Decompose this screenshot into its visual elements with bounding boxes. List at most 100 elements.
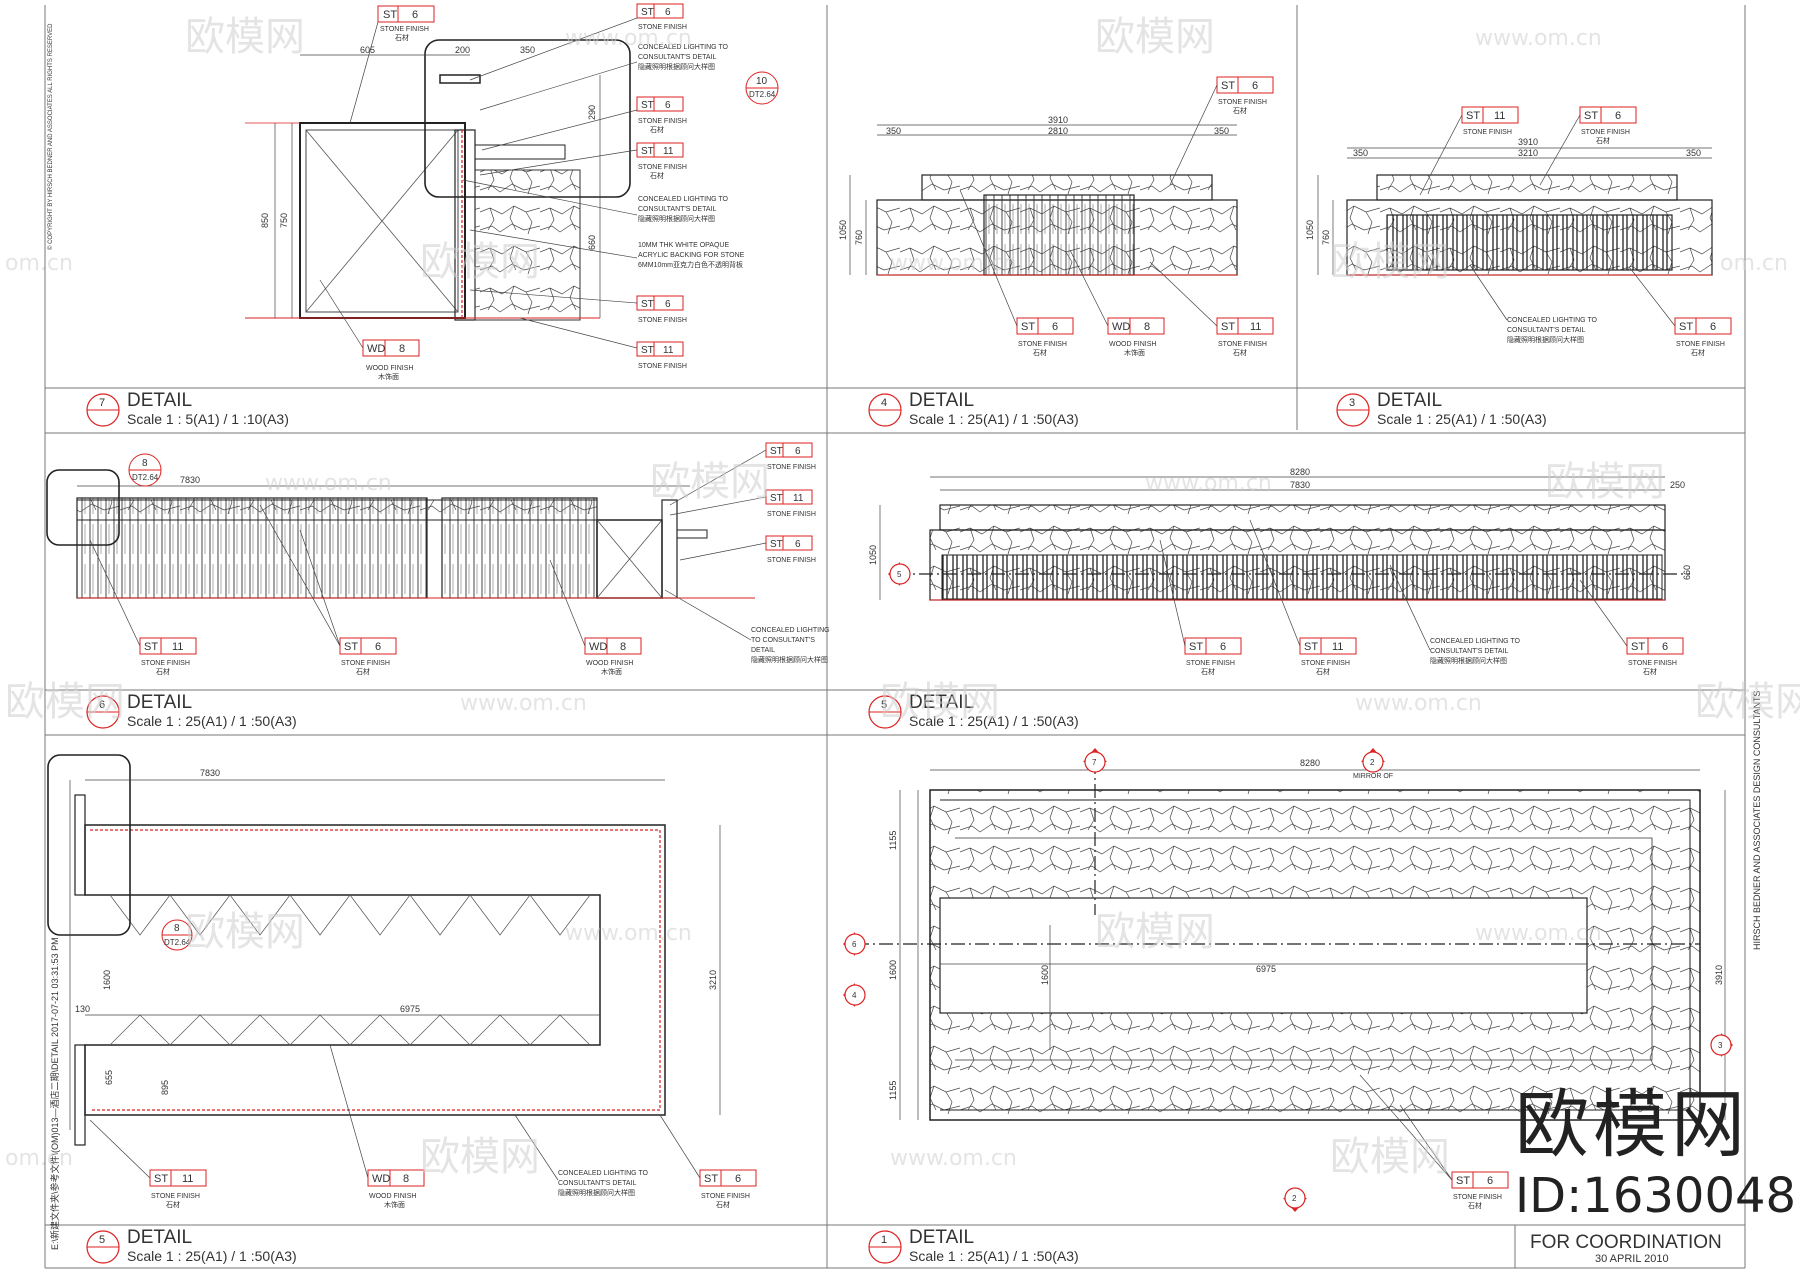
callout-10-dt2-64: 10 DT2.64 [745,71,779,105]
dim-1600-p5p: 1600 [102,970,112,990]
tag-st6-p5e-b: ST 6 STONE FINISH 石材 [1626,637,1684,676]
dim-3910-p4: 3910 [1048,115,1068,125]
svg-text:石材: 石材 [356,667,370,676]
svg-text:欧模网: 欧模网 [650,459,770,505]
svg-text:隐藏照明根据顾问大样图: 隐藏照明根据顾问大样图 [751,655,828,664]
note-concealed-lighting-p5e: CONCEALED LIGHTING TO CONSULTANT'S DETAI… [1430,638,1521,665]
svg-text:4: 4 [852,991,857,1000]
dim-760-p4: 760 [854,230,864,245]
tag-st11-p4: ST 11 STONE FINISH 石材 [1216,317,1274,357]
callout-8-dt2-64-plan: 8 DT2.64 [161,919,193,951]
tag-st11-p3: ST 11 STONE FINISH [1461,106,1519,136]
svg-text:om.cn: om.cn [5,251,73,276]
svg-text:7: 7 [99,397,105,409]
frame-lines [44,5,1746,1269]
panel-title-6: 6 DETAIL Scale 1 : 25(A1) / 1 :50(A3) [86,692,297,729]
svg-text:ST: ST [641,299,654,310]
svg-text:WD: WD [589,641,607,653]
svg-text:11: 11 [182,1173,193,1185]
svg-text:6: 6 [1710,321,1716,333]
dim-8280-p1: 8280 [1300,758,1320,768]
panel-4-drawing [849,124,1238,276]
svg-text:欧模网: 欧模网 [420,239,540,285]
svg-text:6: 6 [665,100,671,111]
svg-text:www.om.cn: www.om.cn [1475,921,1602,946]
panel-title-7: 7 DETAIL Scale 1 : 5(A1) / 1 :10(A3) [86,390,289,427]
consultant-text: HIRSCH BEDNER AND ASSOCIATES DESIGN CONS… [1752,690,1762,950]
svg-text:CONSULTANT'S DETAIL: CONSULTANT'S DETAIL [1430,648,1508,655]
tag-st11-p6-b: ST 11 STONE FINISH 石材 [139,637,197,676]
svg-text:DETAIL: DETAIL [909,692,974,713]
dim-655-p5p: 655 [104,1070,114,1085]
dim-250-p5e: 250 [1670,480,1685,490]
svg-text:STONE FINISH: STONE FINISH [1218,99,1267,106]
tag-st11-p5p: ST 11 STONE FINISH 石材 [149,1169,207,1209]
dim-350-p4b: 350 [1214,126,1229,136]
svg-text:ST: ST [154,1173,168,1185]
svg-text:欧模网: 欧模网 [1695,679,1800,725]
svg-text:石材: 石材 [156,667,170,676]
tag-st6-p5p: ST 6 STONE FINISH 石材 [699,1169,757,1209]
svg-text:STONE FINISH: STONE FINISH [1581,129,1630,136]
tag-wd8-p7: WD 8 WOOD FINISH 木饰面 [362,339,420,381]
status-label: FOR COORDINATION [1530,1232,1722,1253]
svg-text:木饰面: 木饰面 [1124,348,1145,357]
svg-text:STONE FINISH: STONE FINISH [1218,341,1267,348]
svg-text:3: 3 [1718,1041,1723,1050]
dim-1050-p3: 1050 [1305,220,1315,240]
panel-7-drawing [245,39,631,321]
svg-text:11: 11 [1494,110,1505,122]
svg-text:ST: ST [1021,321,1035,333]
tag-st6-p7a: ST 6 STONE FINISH 石材 [377,5,435,42]
svg-text:STONE FINISH: STONE FINISH [1018,341,1067,348]
svg-text:6: 6 [795,539,801,550]
svg-text:STONE FINISH: STONE FINISH [141,660,190,667]
svg-text:STONE FINISH: STONE FINISH [151,1193,200,1200]
dim-3210-p5p: 3210 [708,970,718,990]
panel-title-5-elev: 5 DETAIL Scale 1 : 25(A1) / 1 :50(A3) [868,692,1079,729]
svg-text:DETAIL: DETAIL [909,1227,974,1248]
callout-8-dt2-64: 8 DT2.64 [128,453,162,487]
svg-text:ST: ST [1221,80,1235,92]
svg-text:1: 1 [881,1234,887,1246]
svg-text:ST: ST [1221,321,1235,333]
panel-title-3: 3 DETAIL Scale 1 : 25(A1) / 1 :50(A3) [1336,390,1547,427]
note-acrylic-backing: 10MM THK WHITE OPAQUE ACRYLIC BACKING FO… [638,242,745,269]
panel-title-4: 4 DETAIL Scale 1 : 25(A1) / 1 :50(A3) [868,390,1079,427]
panel-1-plan-drawing [855,760,1726,1121]
p5e-leaders [1159,519,1628,651]
dim-7830-p5e: 7830 [1290,480,1310,490]
svg-text:6: 6 [665,7,671,18]
svg-text:STONE FINISH: STONE FINISH [638,24,687,31]
svg-text:木饰面: 木饰面 [384,1200,405,1209]
svg-text:WD: WD [372,1173,390,1185]
svg-text:11: 11 [663,345,674,356]
file-path-text: E:\新建文件夹\参考文件\(OM)013—酒店二期\DETAIL 2017-0… [49,937,60,1250]
svg-text:木饰面: 木饰面 [378,372,399,381]
section-marker-2-bottom: 2 [1283,1187,1307,1212]
svg-text:ST: ST [704,1173,718,1185]
svg-text:8: 8 [174,923,180,934]
svg-text:6: 6 [99,699,105,711]
svg-text:DT2.64: DT2.64 [164,938,191,947]
svg-text:欧模网: 欧模网 [880,679,1000,725]
svg-text:欧模网: 欧模网 [420,1134,540,1180]
svg-text:ACRYLIC BACKING FOR STONE: ACRYLIC BACKING FOR STONE [638,252,745,259]
svg-text:11: 11 [1332,641,1343,653]
section-marker-4-left: 4 [843,983,866,1007]
svg-text:欧模网: 欧模网 [1095,909,1215,955]
svg-text:8: 8 [403,1173,409,1185]
svg-text:隐藏照明根据顾问大样图: 隐藏照明根据顾问大样图 [1430,656,1507,665]
svg-text:DETAIL: DETAIL [127,1227,192,1248]
svg-text:隐藏照明根据顾问大样图: 隐藏照明根据顾问大样图 [1507,335,1584,344]
dim-1050-p4: 1050 [838,220,848,240]
svg-text:STONE FINISH: STONE FINISH [1453,1194,1502,1201]
dim-6975-p5p: 6975 [400,1004,420,1014]
section-marker-2-top: 2 [1361,748,1385,773]
svg-text:DETAIL: DETAIL [909,390,974,411]
svg-text:ST: ST [344,641,358,653]
dim-350-p4a: 350 [886,126,901,136]
svg-text:10MM THK WHITE OPAQUE: 10MM THK WHITE OPAQUE [638,242,729,249]
svg-text:WOOD FINISH: WOOD FINISH [369,1193,416,1200]
svg-text:隐藏照明根据顾问大样图: 隐藏照明根据顾问大样图 [638,62,715,71]
